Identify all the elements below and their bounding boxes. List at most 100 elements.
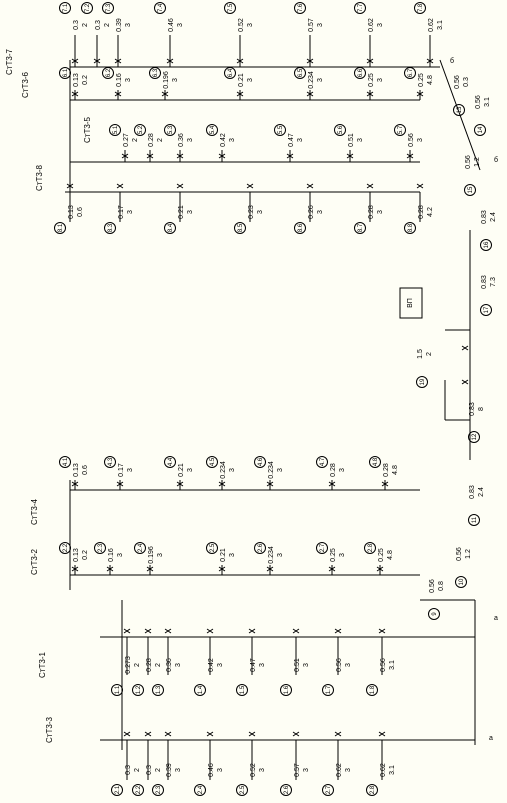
trunk-pipe-19-len: 2 (426, 352, 433, 356)
pipe-st3-1-2-dia: 0.36 (166, 658, 173, 672)
node-st3-8-1: 8.3 (108, 223, 114, 232)
node-st3-7-6-circle (354, 2, 366, 14)
pipe-st3-3-2-len: 3 (175, 768, 182, 772)
riser-tag-st3-7: СтТ3-7 (5, 49, 14, 75)
pipe-st3-7-0-len: 2 (82, 23, 89, 27)
node-st3-1-5: 1.6 (284, 685, 290, 694)
valve-icon (176, 481, 184, 487)
node-st3-5-2: 5.3 (168, 125, 174, 134)
node-st3-8-5: 8.7 (358, 223, 364, 232)
pipe-st3-2-1-dia: 0.16 (108, 548, 115, 562)
node-st3-5-3: 5.4 (210, 125, 216, 134)
pipe-st3-5-2-dia: 0.36 (178, 133, 185, 147)
trunk-node-19-circle (416, 376, 428, 388)
valve-icon (166, 58, 174, 64)
pipe-st3-1-7-dia: 0.56 (380, 658, 387, 672)
pipe-st3-1-1-dia: 0.28 (146, 658, 153, 672)
trunk-node-14: 14 (478, 126, 484, 133)
pipe-st3-7-6-len: 3 (377, 23, 384, 27)
valve-icon (121, 153, 129, 159)
node-st3-7-6: 7.7 (358, 3, 364, 12)
valve-icon (461, 379, 469, 385)
trunk-node-10: 10 (459, 578, 465, 585)
node-st3-5-5-circle (334, 124, 346, 136)
pipe-st3-1-0-dia: 0.273 (125, 656, 132, 674)
node-st3-1-3: 1.4 (198, 685, 204, 694)
pipe-st3-4-0-dia: 0.13 (73, 463, 80, 477)
node-st3-1-2: 1.3 (156, 685, 162, 694)
pipe-st3-1-7-len: 3.1 (389, 660, 396, 670)
trunk-node-9: 9 (432, 612, 438, 616)
node-st3-2-5: 2.7 (320, 543, 326, 552)
node-st3-3-5: 2.6 (284, 785, 290, 794)
node-st3-8-2-circle (164, 222, 176, 234)
valve-icon (123, 731, 131, 737)
pipe-st3-1-4-dia: 0.47 (250, 658, 257, 672)
valve-icon (248, 731, 256, 737)
trunk-node-17: 17 (484, 306, 490, 313)
pipe-st3-3-4-len: 3 (259, 768, 266, 772)
trunk-pipe-9-len: 0.8 (438, 581, 445, 591)
node-st3-7-4-circle (224, 2, 236, 14)
node-st3-5-4-circle (274, 124, 286, 136)
node-st3-7-1: 7.2 (85, 3, 91, 12)
valve-icon (248, 628, 256, 634)
pipe-st3-4-5-dia: 0.28 (330, 463, 337, 477)
trunk-pipe-13-dia: 0.56 (454, 75, 461, 89)
node-st3-8-4: 8.6 (298, 223, 304, 232)
node-st3-6-0: 6.1 (63, 68, 69, 77)
valve-icon (416, 183, 424, 189)
trunk-pipe-14-dia: 0.56 (475, 95, 482, 109)
pipe-st3-3-1-len: 2 (155, 768, 162, 772)
pipe-st3-6-3-len: 3 (247, 78, 254, 82)
node-st3-5-0: 5.1 (113, 125, 119, 134)
valve-icon (246, 183, 254, 189)
pipe-st3-7-1-len: 2 (104, 23, 111, 27)
pipe-st3-3-5-dia: 0.57 (294, 763, 301, 777)
valve-icon (161, 91, 169, 97)
valve-icon (306, 183, 314, 189)
pipe-st3-8-4-dia: 0.26 (308, 205, 315, 219)
trunk-pipe-12-len: 8 (478, 407, 485, 411)
pipe-st3-8-3-len: 3 (257, 210, 264, 214)
node-st3-2-1-circle (94, 542, 106, 554)
node-st3-8-5-circle (354, 222, 366, 234)
node-st3-2-3: 2.5 (210, 543, 216, 552)
node-st3-3-3: 2.4 (198, 785, 204, 794)
node-st3-1-7: 1.8 (370, 685, 376, 694)
pipe-st3-4-2-len: 3 (187, 468, 194, 472)
node-st3-4-2-circle (164, 456, 176, 468)
valve-icon (93, 58, 101, 64)
node-st3-2-4-circle (254, 542, 266, 554)
pipe-st3-8-1-dia: 0.17 (118, 205, 125, 219)
pipe-st3-5-5-dia: 0.51 (348, 133, 355, 147)
pipe-st3-6-1-len: 3 (125, 78, 132, 82)
pipe-st3-3-7-dia: 0.62 (380, 763, 387, 777)
node-st3-5-1-circle (134, 124, 146, 136)
node-st3-5-4: 5.5 (278, 125, 284, 134)
valve-icon (218, 566, 226, 572)
pipe-st3-5-6-len: 3 (417, 138, 424, 142)
pipe-st3-3-2-dia: 0.39 (166, 763, 173, 777)
pipe-st3-7-5-len: 3 (317, 23, 324, 27)
pipe-st3-7-7-dia: 0.62 (428, 18, 435, 32)
pipe-st3-5-3-len: 3 (229, 138, 236, 142)
pipe-st3-1-5-dia: 0.51 (294, 658, 301, 672)
pipe-st3-2-5-len: 3 (339, 553, 346, 557)
pipe-st3-5-6-dia: 0.56 (408, 133, 415, 147)
trunk-node-11-circle (468, 514, 480, 526)
node-st3-7-5: 7.6 (298, 3, 304, 12)
valve-icon (381, 481, 389, 487)
node-st3-4-6-circle (369, 456, 381, 468)
node-st3-2-2-circle (134, 542, 146, 554)
pipe-st3-6-0-len: 0.2 (82, 75, 89, 85)
pipe-st3-2-1-len: 3 (117, 553, 124, 557)
node-st3-7-7: 7.8 (418, 3, 424, 12)
pipe-st3-1-2-len: 3 (175, 663, 182, 667)
point-a-label: a (494, 615, 498, 622)
pipe-st3-3-0-len: 2 (134, 768, 141, 772)
node-st3-4-4-circle (254, 456, 266, 468)
riser-tag-st3-2: СтТ3-2 (30, 549, 39, 575)
node-st3-2-1: 2.3 (98, 543, 104, 552)
pipe-st3-4-4-dia: 0.234 (268, 461, 275, 479)
